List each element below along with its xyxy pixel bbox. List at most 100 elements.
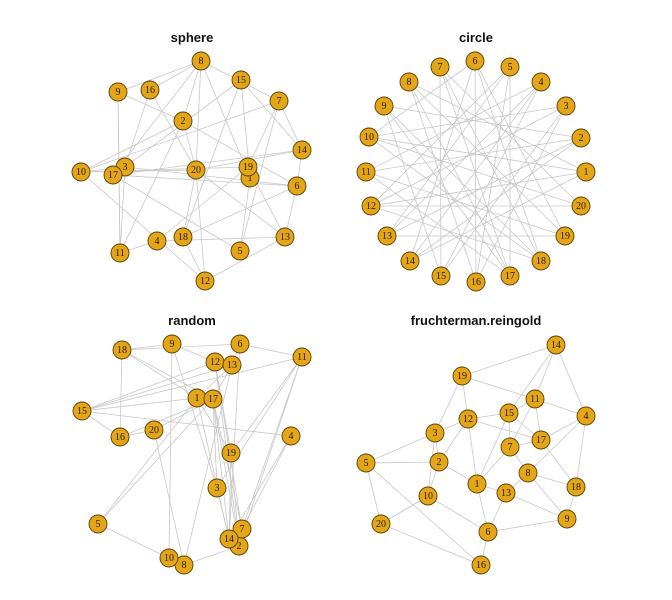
- edge-14-4: [555, 344, 587, 417]
- node-label: 11: [297, 352, 307, 363]
- edge-15-13: [81, 364, 233, 412]
- node-circle: [500, 266, 520, 286]
- node-circle: [571, 196, 591, 216]
- node-label: 5: [96, 519, 101, 530]
- node-label: 9: [382, 101, 387, 112]
- node-circle: [400, 251, 420, 271]
- node-circle: [576, 406, 596, 426]
- node-label: 20: [191, 165, 201, 176]
- node-7: 7: [269, 91, 289, 111]
- edge-4-14: [409, 81, 542, 262]
- edge-2-11: [365, 137, 582, 173]
- node-label: 19: [226, 448, 236, 459]
- node-circle: [144, 420, 164, 440]
- node-circle: [195, 271, 215, 291]
- node-label: 17: [108, 170, 118, 181]
- node-circle: [546, 335, 566, 355]
- node-label: 16: [476, 560, 486, 571]
- node-label: 13: [227, 360, 237, 371]
- node-label: 20: [376, 519, 386, 530]
- edge-10-3: [368, 105, 567, 138]
- edge-9-3: [171, 343, 218, 489]
- edge-17-14: [112, 149, 303, 176]
- edge-3-16: [124, 89, 151, 168]
- node-circle: [571, 128, 591, 148]
- edge-15-14: [240, 79, 303, 151]
- node-label: 13: [382, 231, 392, 242]
- edge-8-20: [195, 60, 202, 171]
- node-label: 14: [224, 534, 234, 545]
- node-3: 3: [556, 96, 576, 116]
- edge-16-20: [149, 89, 197, 171]
- edge-16-8: [408, 81, 477, 283]
- node-7: 7: [500, 437, 520, 457]
- node-circle: [238, 157, 258, 177]
- node-circle: [496, 483, 516, 503]
- node-5: 5: [230, 241, 250, 261]
- node-circle: [103, 165, 123, 185]
- edge-5-2: [365, 461, 440, 464]
- node-label: 18: [117, 345, 127, 356]
- edge-12-19: [214, 361, 232, 454]
- node-11: 11: [356, 162, 376, 182]
- node-label: 1: [584, 167, 589, 178]
- node-12: 12: [205, 352, 225, 372]
- node-label: 19: [560, 231, 570, 242]
- node-circle: [467, 474, 487, 494]
- node-5: 5: [356, 453, 376, 473]
- node-circle: [110, 427, 130, 447]
- node-label: 5: [364, 458, 369, 469]
- edge-9-2: [117, 91, 184, 122]
- edge-7-18: [439, 66, 542, 262]
- node-label: 20: [576, 201, 586, 212]
- node-circle: [269, 91, 289, 111]
- node-circle: [430, 57, 450, 77]
- node-label: 2: [181, 116, 186, 127]
- node-19: 19: [452, 366, 472, 386]
- node-11: 11: [110, 243, 130, 263]
- node-6: 6: [287, 176, 307, 196]
- edge-13-5: [386, 66, 511, 237]
- edge-7-20: [439, 66, 582, 207]
- node-3: 3: [425, 423, 445, 443]
- edge-18-20: [182, 169, 197, 238]
- node-8: 8: [399, 72, 419, 92]
- node-circle: [500, 57, 520, 77]
- node-18: 18: [173, 227, 193, 247]
- node-17: 17: [531, 430, 551, 450]
- node-label: 7: [277, 96, 282, 107]
- node-label: 9: [170, 339, 175, 350]
- node-label: 1: [475, 479, 480, 490]
- edge-6-10: [368, 60, 476, 138]
- edge-12-10: [80, 171, 206, 282]
- node-circle: [425, 423, 445, 443]
- node-label: 7: [508, 442, 513, 453]
- node-circle: [231, 70, 251, 90]
- node-label: 6: [295, 181, 300, 192]
- node-8: 8: [518, 463, 538, 483]
- node-circle: [557, 509, 577, 529]
- node-10: 10: [159, 548, 179, 568]
- edge-18-6: [474, 60, 542, 262]
- edge-5-17: [112, 174, 241, 252]
- node-9: 9: [108, 82, 128, 102]
- node-circle: [230, 241, 250, 261]
- node-circle: [287, 176, 307, 196]
- node-label: 18: [178, 232, 188, 243]
- edge-16-20: [380, 523, 482, 566]
- edge-15-1: [81, 397, 198, 412]
- node-label: 14: [405, 256, 415, 267]
- edge-15-1: [476, 412, 510, 485]
- node-14: 14: [400, 251, 420, 271]
- edge-11-3: [119, 166, 126, 254]
- node-6: 6: [465, 51, 485, 71]
- edge-2-11: [119, 120, 184, 254]
- node-label: 18: [536, 256, 546, 267]
- node-label: 10: [364, 132, 374, 143]
- node-label: 9: [565, 514, 570, 525]
- edge-19-8: [408, 81, 566, 237]
- edge-4-19: [156, 166, 249, 242]
- panel-fruchterman-reingold: fruchterman.reingold 1234567891011121314…: [356, 313, 596, 575]
- edge-15-9: [383, 105, 442, 277]
